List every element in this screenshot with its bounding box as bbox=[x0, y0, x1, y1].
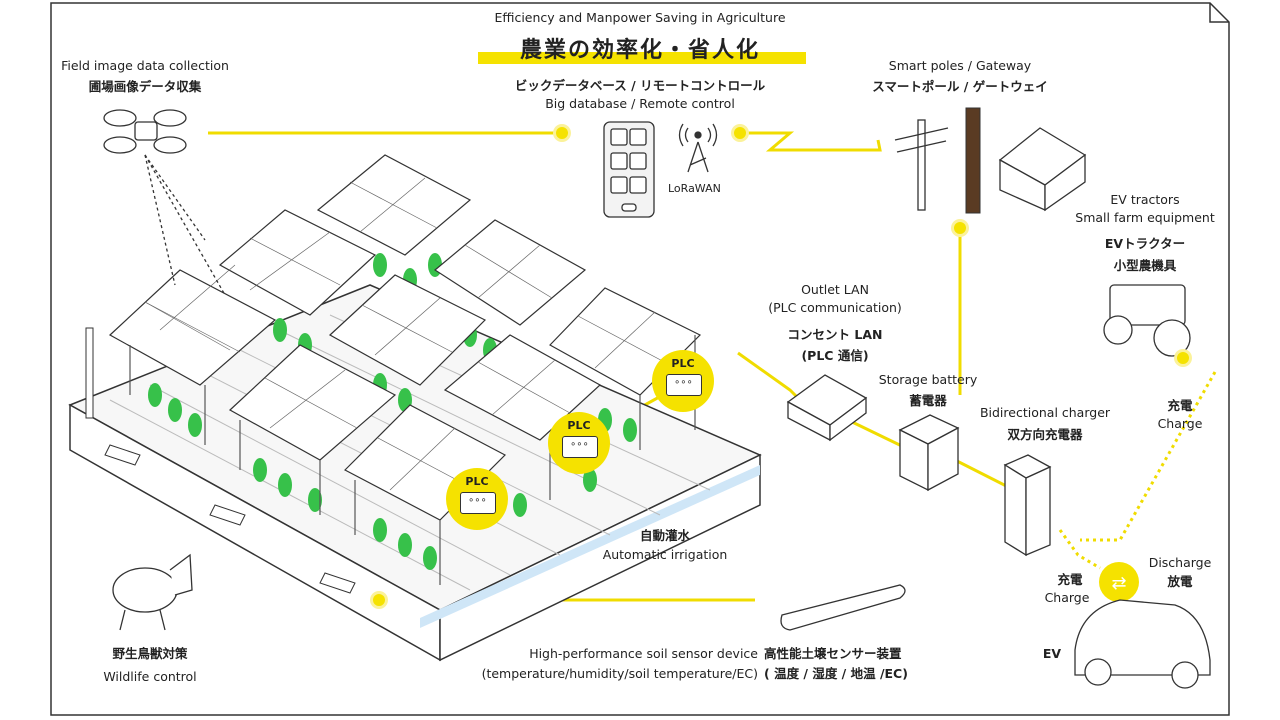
soil-sensor-label-en2: (temperature/humidity/soil temperature/E… bbox=[481, 666, 758, 681]
title-en: Efficiency and Manpower Saving in Agricu… bbox=[494, 10, 786, 25]
ev-tractors-label-jp1: EVトラクター bbox=[1104, 236, 1186, 251]
solar-panels bbox=[108, 154, 702, 585]
wildlife-icon bbox=[112, 553, 193, 631]
outlet-lan-label-en2: (PLC communication) bbox=[768, 300, 902, 315]
antenna-tower-icon bbox=[678, 123, 718, 173]
ev-label: EV bbox=[1042, 646, 1062, 661]
storage-battery-icon bbox=[898, 414, 960, 492]
irrigation-label-jp: 自動灌水 bbox=[639, 528, 690, 543]
charge-label-jp-bottom: 充電 bbox=[1057, 572, 1083, 587]
node-dot-irrigation bbox=[373, 594, 385, 606]
charge-label-en-bottom: Charge bbox=[1044, 590, 1090, 605]
outlet-lan-device-icon bbox=[786, 374, 868, 442]
ev-tractors-label-jp2: 小型農機具 bbox=[1113, 258, 1177, 273]
irrigation-label-en: Automatic irrigation bbox=[602, 547, 728, 562]
node-dot-tractor bbox=[1177, 352, 1189, 364]
plc-label: PLC bbox=[671, 357, 695, 370]
dotted-lines bbox=[1058, 371, 1217, 570]
plc-badge: PLC bbox=[548, 412, 610, 474]
remote-phone-icon bbox=[603, 121, 655, 218]
bigdata-label-jp: ビックデータベース / リモートコントロール bbox=[514, 78, 766, 93]
house-icon bbox=[998, 127, 1087, 212]
soil-sensor-label-en1: High-performance soil sensor device bbox=[529, 646, 758, 661]
plc-label: PLC bbox=[567, 419, 591, 432]
connection-lines bbox=[208, 131, 1019, 602]
bigdata-label-en: Big database / Remote control bbox=[545, 96, 735, 111]
plc-device-icon bbox=[460, 492, 496, 514]
outlet-lan-label-jp1: コンセント LAN bbox=[787, 327, 883, 342]
smart-pole-icon bbox=[965, 107, 981, 214]
ev-tractors-label-en1: EV tractors bbox=[1110, 192, 1180, 207]
charge-label-jp-top: 充電 bbox=[1167, 398, 1193, 413]
wildlife-label-en: Wildlife control bbox=[103, 669, 197, 684]
plc-badge: PLC bbox=[446, 468, 508, 530]
soil-sensor-label-jp2: ( 温度 / 湿度 / 地温 /EC) bbox=[764, 666, 908, 681]
node-dot-drone bbox=[556, 127, 568, 139]
discharge-label-en: Discharge bbox=[1148, 555, 1212, 570]
charge-label-en-top: Charge bbox=[1157, 416, 1203, 431]
plc-device-icon bbox=[666, 374, 702, 396]
bidirectional-charger-label-en: Bidirectional charger bbox=[979, 405, 1111, 420]
plc-label: PLC bbox=[465, 475, 489, 488]
wildlife-label-jp: 野生鳥獣対策 bbox=[112, 646, 188, 661]
ev-tractors-label-en2: Small farm equipment bbox=[1075, 210, 1215, 225]
fence-post bbox=[85, 327, 94, 419]
charge-discharge-icon: ⇄ bbox=[1099, 562, 1139, 602]
field-image-label-jp: 圃場画像データ収集 bbox=[88, 79, 202, 94]
smart-poles-label-en: Smart poles / Gateway bbox=[888, 58, 1032, 73]
title-highlight bbox=[478, 52, 806, 64]
ev-car-icon bbox=[1074, 599, 1211, 689]
drone-icon bbox=[103, 109, 226, 296]
utility-pole-icon bbox=[894, 119, 949, 211]
soil-sensor-icon bbox=[780, 584, 906, 631]
storage-battery-label-jp: 蓄電器 bbox=[909, 393, 947, 408]
crop-plants bbox=[148, 253, 637, 570]
bidirectional-charger-label-jp: 双方向充電器 bbox=[1007, 427, 1083, 442]
node-dot-pole bbox=[954, 222, 966, 234]
plc-badge: PLC bbox=[652, 350, 714, 412]
discharge-label-jp: 放電 bbox=[1167, 574, 1193, 589]
bidirectional-charger-icon bbox=[1003, 454, 1052, 557]
svg-text:⇄: ⇄ bbox=[1111, 573, 1126, 594]
lorawan-label: LoRaWAN bbox=[668, 182, 721, 195]
smart-poles-label-jp: スマートポール / ゲートウェイ bbox=[872, 79, 1048, 94]
plc-device-icon bbox=[562, 436, 598, 458]
title-jp: 農業の効率化・省人化 bbox=[519, 38, 760, 63]
outlet-lan-label-en1: Outlet LAN bbox=[801, 282, 869, 297]
outlet-lan-label-jp2: (PLC 通信) bbox=[801, 348, 869, 363]
soil-sensor-label-jp1: 高性能土壌センサー装置 bbox=[764, 646, 902, 661]
storage-battery-label-en: Storage battery bbox=[878, 372, 978, 387]
ev-tractor-icon bbox=[1103, 284, 1191, 357]
diagram-frame bbox=[50, 2, 1230, 716]
node-dot-antenna bbox=[734, 127, 746, 139]
field-image-label-en: Field image data collection bbox=[61, 58, 229, 73]
